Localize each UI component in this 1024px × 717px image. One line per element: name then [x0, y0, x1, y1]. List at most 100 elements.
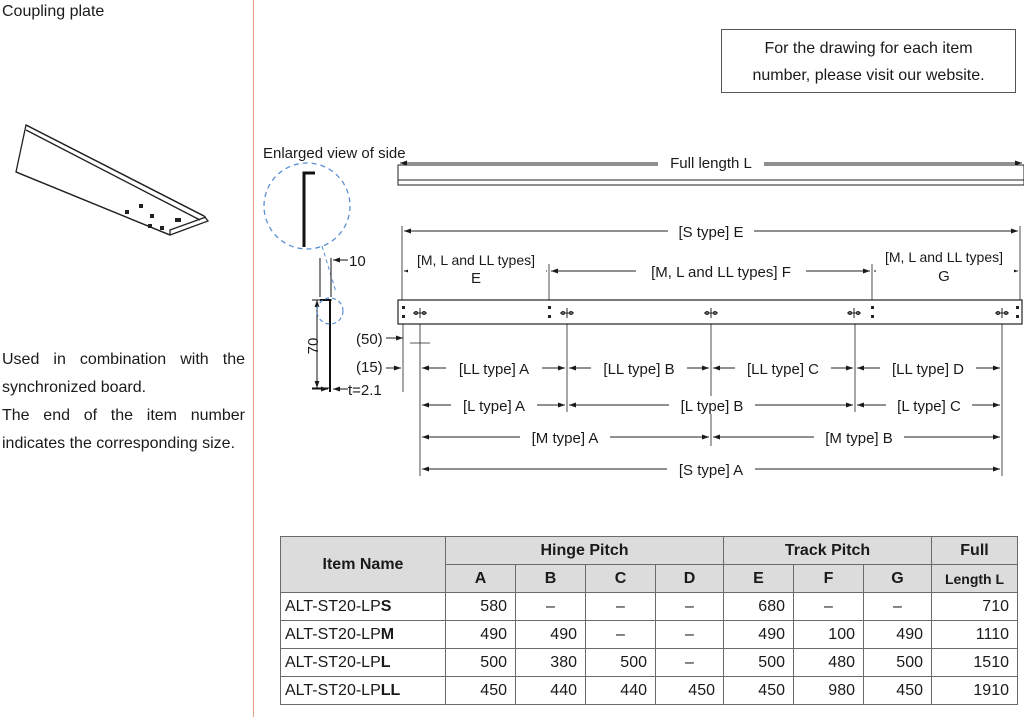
value-cell: 450: [723, 676, 794, 705]
s-type-e-label: [S type] E: [678, 224, 743, 241]
note-line-1: For the drawing for each item: [764, 40, 973, 57]
value-cell: 500: [723, 648, 794, 677]
mll-f-label: [M, L and LL types] F: [651, 264, 791, 281]
enlarged-view-circle: [263, 162, 351, 250]
item-suffix: M: [380, 625, 395, 643]
left-panel: Coupling plate Used in combination with …: [0, 0, 253, 717]
item-suffix: S: [380, 597, 392, 615]
value-cell: 100: [793, 620, 864, 649]
table-header-row: Item Name Hinge Pitch Track Pitch Full: [280, 536, 1018, 593]
table-row: ALT-ST20-LPS 580 – – – 680 – – 710: [280, 592, 1018, 621]
l-a-label: [L type] A: [463, 398, 525, 415]
dim-50-label: (50): [356, 331, 383, 348]
dim-15-label: (15): [356, 359, 383, 376]
value-cell: –: [585, 620, 656, 649]
value-cell: –: [655, 620, 724, 649]
value-cell: 500: [445, 648, 516, 677]
value-cell: 450: [445, 676, 516, 705]
header-col-c: C: [585, 564, 656, 593]
table-row: ALT-ST20-LPLL 450 440 440 450 450 980 45…: [280, 676, 1018, 705]
l-c-label: [L type] C: [897, 398, 961, 415]
column-divider: [253, 0, 254, 717]
dim-thickness-label: t=2.1: [348, 382, 382, 399]
dimension-diagram: Enlarged view of side 10 70 t=2.1 Full l…: [263, 145, 1024, 479]
mll-g-top-label: [M, L and LL types]: [885, 249, 1003, 265]
value-cell: 450: [863, 676, 932, 705]
item-name-cell: ALT-ST20-LPL: [280, 648, 446, 677]
description-line-2: The end of the item number indicates the…: [2, 407, 245, 452]
item-prefix: ALT-ST20-LP: [285, 625, 381, 643]
value-cell: –: [585, 592, 656, 621]
value-cell: 1510: [931, 648, 1018, 677]
coupling-plate-illustration: [15, 124, 210, 236]
value-cell: 440: [515, 676, 586, 705]
value-cell: 1910: [931, 676, 1018, 705]
value-cell: 980: [793, 676, 864, 705]
header-full: Full: [931, 536, 1018, 565]
mll-e-top-label: [M, L and LL types]: [417, 252, 535, 268]
item-prefix: ALT-ST20-LP: [285, 681, 381, 699]
header-col-a: A: [445, 564, 516, 593]
value-cell: 500: [863, 648, 932, 677]
value-cell: 1110: [931, 620, 1018, 649]
plate-outline: [397, 299, 1023, 325]
note-line-2: number, please visit our website.: [752, 67, 985, 84]
header-col-g: G: [863, 564, 932, 593]
value-cell: 490: [515, 620, 586, 649]
m-a-label: [M type] A: [532, 430, 599, 447]
item-prefix: ALT-ST20-LP: [285, 597, 381, 615]
description: Used in combination with the synchronize…: [2, 346, 245, 458]
value-cell: 450: [655, 676, 724, 705]
value-cell: –: [515, 592, 586, 621]
enlarged-view-label: Enlarged view of side: [263, 145, 406, 162]
value-cell: 490: [863, 620, 932, 649]
mll-g-letter: G: [938, 268, 950, 285]
header-col-e: E: [723, 564, 794, 593]
m-b-label: [M type] B: [825, 430, 893, 447]
ll-c-label: [LL type] C: [747, 361, 819, 378]
header-length-l: Length L: [931, 564, 1018, 593]
table-row: ALT-ST20-LPM 490 490 – – 490 100 490 111…: [280, 620, 1018, 649]
ll-d-label: [LL type] D: [892, 361, 964, 378]
full-length-bar: [397, 153, 1024, 186]
value-cell: 580: [445, 592, 516, 621]
table-subheader-row: A B C D E F G Length L: [281, 564, 1018, 593]
header-item-name: Item Name: [280, 536, 446, 593]
value-cell: –: [863, 592, 932, 621]
spec-table: Item Name Hinge Pitch Track Pitch Full A…: [280, 536, 1018, 705]
value-cell: 710: [931, 592, 1018, 621]
l-b-label: [L type] B: [681, 398, 744, 415]
dim-10-label: 10: [349, 253, 366, 270]
description-line-1: Used in combination with the synchronize…: [2, 351, 245, 396]
header-col-b: B: [515, 564, 586, 593]
value-cell: 480: [793, 648, 864, 677]
value-cell: 500: [585, 648, 656, 677]
header-col-f: F: [793, 564, 864, 593]
page-title: Coupling plate: [2, 3, 105, 20]
hinge-marks: [413, 308, 1009, 318]
value-cell: –: [655, 592, 724, 621]
value-cell: 490: [723, 620, 794, 649]
item-suffix: LL: [380, 681, 401, 699]
value-cell: –: [793, 592, 864, 621]
plate-holes: [402, 306, 1019, 318]
value-cell: 380: [515, 648, 586, 677]
value-cell: 490: [445, 620, 516, 649]
item-name-cell: ALT-ST20-LPM: [280, 620, 446, 649]
website-note-box: For the drawing for each item number, pl…: [721, 29, 1016, 93]
full-length-label: Full length L: [670, 155, 752, 172]
dim-70-label: 70: [305, 338, 322, 355]
value-cell: 680: [723, 592, 794, 621]
s-a-label: [S type] A: [679, 462, 743, 479]
header-col-d: D: [655, 564, 724, 593]
header-hinge-pitch: Hinge Pitch: [445, 536, 724, 565]
value-cell: 440: [585, 676, 656, 705]
side-profile: [312, 258, 344, 392]
item-prefix: ALT-ST20-LP: [285, 653, 381, 671]
value-cell: –: [655, 648, 724, 677]
mll-e-letter: E: [471, 270, 481, 287]
ll-b-label: [LL type] B: [603, 361, 674, 378]
table-row: ALT-ST20-LPL 500 380 500 – 500 480 500 1…: [280, 648, 1018, 677]
ll-a-label: [LL type] A: [459, 361, 529, 378]
item-name-cell: ALT-ST20-LPLL: [280, 676, 446, 705]
